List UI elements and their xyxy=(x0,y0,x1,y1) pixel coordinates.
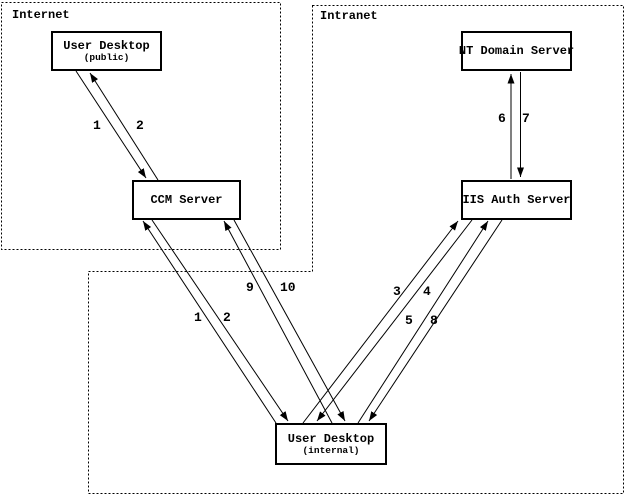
edge-label-step1-internal: 1 xyxy=(194,310,202,325)
arrow-step1-public-desktop-to-ccm xyxy=(75,70,147,179)
edge-label-step6: 6 xyxy=(498,111,506,126)
node-user-desktop-public-subtitle: (public) xyxy=(83,51,130,63)
node-nt-domain-server-title: NT Domain Server xyxy=(458,43,575,58)
intranet-zone-label: Intranet xyxy=(320,9,378,23)
edge-label-step5: 5 xyxy=(405,313,413,328)
node-user-desktop-public: User Desktop (public) xyxy=(51,31,162,71)
arrow-step10-ccm-to-internal-desktop xyxy=(233,219,346,422)
arrow-step4-iis-to-internal-desktop xyxy=(316,219,473,422)
edge-label-step9: 9 xyxy=(246,280,254,295)
arrow-step3-internal-desktop-to-iis xyxy=(302,220,459,424)
node-user-desktop-internal-subtitle: (internal) xyxy=(302,444,360,456)
arrow-step2-ccm-to-public-desktop xyxy=(89,72,159,181)
edge-label-step7: 7 xyxy=(522,111,530,126)
arrow-step8-iis-to-internal-desktop xyxy=(368,219,503,422)
arrow-step2-ccm-to-internal-desktop xyxy=(151,219,289,422)
node-ccm-server: CCM Server xyxy=(132,180,241,220)
node-user-desktop-internal: User Desktop (internal) xyxy=(275,423,387,465)
node-iis-auth-server: IIS Auth Server xyxy=(461,180,572,220)
node-iis-auth-server-title: IIS Auth Server xyxy=(462,192,571,207)
arrow-step5-internal-desktop-to-iis xyxy=(357,220,489,424)
arrow-step9-internal-desktop-to-ccm xyxy=(223,220,333,424)
node-user-desktop-public-title: User Desktop xyxy=(63,38,150,53)
edge-label-step8: 8 xyxy=(430,313,438,328)
intranet-zone-border xyxy=(88,5,624,494)
internet-zone-label: Internet xyxy=(12,8,70,22)
edge-label-step10: 10 xyxy=(280,280,296,295)
edge-label-step3: 3 xyxy=(393,284,401,299)
node-ccm-server-title: CCM Server xyxy=(150,192,223,207)
node-nt-domain-server: NT Domain Server xyxy=(458,31,575,71)
edge-label-step1-public: 1 xyxy=(93,118,101,133)
edge-label-step2-public: 2 xyxy=(136,118,144,133)
edge-label-step4: 4 xyxy=(423,284,431,299)
node-user-desktop-internal-title: User Desktop xyxy=(287,431,375,446)
edge-label-step2-internal: 2 xyxy=(223,310,231,325)
internet-zone-border xyxy=(1,2,281,250)
arrow-step1-internal-desktop-to-ccm xyxy=(142,220,277,424)
